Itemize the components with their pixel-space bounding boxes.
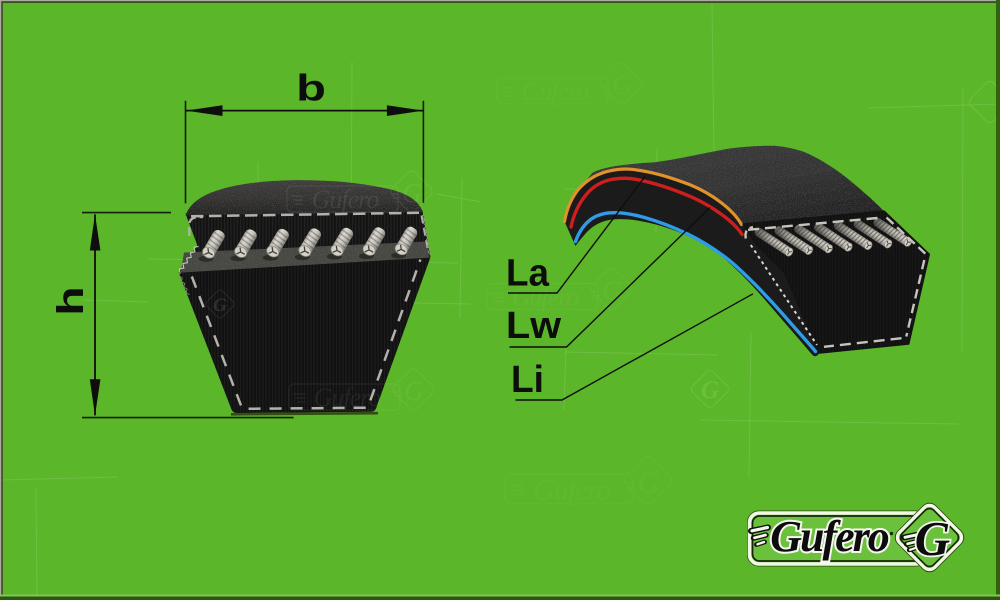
svg-text:G: G [701,377,719,404]
svg-text:h: h [50,286,91,315]
svg-text:La: La [506,253,550,295]
svg-text:G: G [213,295,227,316]
svg-text:b: b [296,68,326,109]
svg-text:Lw: Lw [506,305,561,347]
svg-text:Li: Li [511,359,544,401]
svg-text:G: G [915,511,950,566]
svg-text:Gufero: Gufero [770,512,889,561]
